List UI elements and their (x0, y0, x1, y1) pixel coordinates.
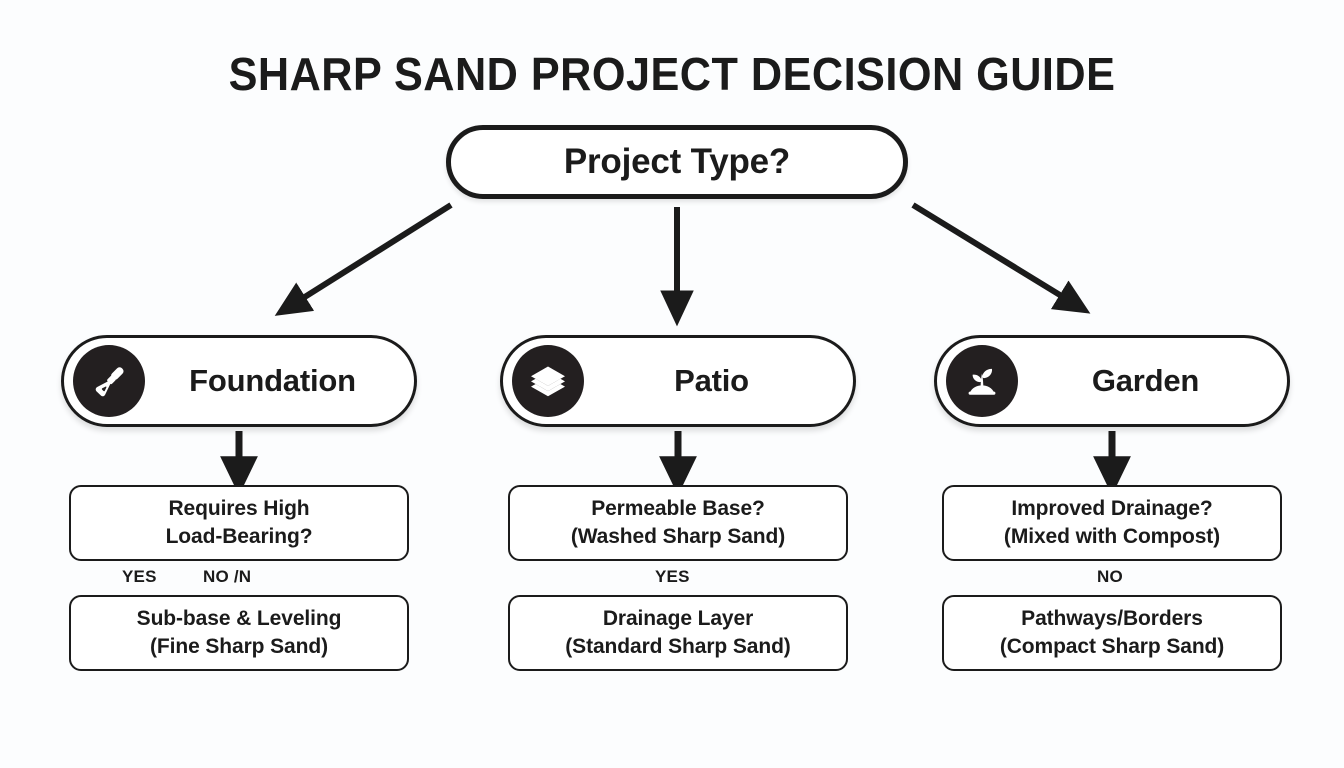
category-node-garden[interactable]: Garden (934, 335, 1290, 427)
result-line-1: Sub-base & Leveling (136, 607, 342, 630)
layers-icon (512, 345, 584, 417)
question-line-1: Permeable Base? (591, 497, 765, 520)
result-line-2: (Compact Sharp Sand) (999, 635, 1225, 658)
branch-label-patio-yes: YES (655, 567, 690, 586)
question-line-2: (Mixed with Compost) (1003, 525, 1221, 548)
result-line-2: (Fine Sharp Sand) (150, 635, 328, 658)
category-label-foundation: Foundation (189, 363, 356, 398)
question-box-foundation[interactable]: Requires High Load-Bearing? (69, 485, 409, 561)
category-node-patio[interactable]: Patio (500, 335, 856, 427)
question-line-1: Improved Drainage? (1011, 497, 1213, 520)
question-box-patio[interactable]: Permeable Base? (Washed Sharp Sand) (508, 485, 848, 561)
result-line-2: (Standard Sharp Sand) (565, 635, 791, 658)
question-line-1: Requires High (168, 497, 310, 520)
category-label-patio: Patio (674, 363, 749, 398)
question-box-garden[interactable]: Improved Drainage? (Mixed with Compost) (942, 485, 1282, 561)
category-node-foundation[interactable]: Foundation (61, 335, 417, 427)
page-title: SHARP SAND PROJECT DECISION GUIDE (228, 48, 1116, 100)
category-label-garden: Garden (1091, 363, 1200, 398)
edge-root-to-garden (911, 202, 1091, 314)
result-box-patio[interactable]: Drainage Layer (Standard Sharp Sand) (508, 595, 848, 671)
result-box-foundation[interactable]: Sub-base & Leveling (Fine Sharp Sand) (69, 595, 409, 671)
result-line-1: Pathways/Borders (1021, 607, 1203, 630)
trowel-icon (73, 345, 145, 417)
seedling-icon (946, 345, 1018, 417)
question-line-2: (Washed Sharp Sand) (570, 525, 786, 548)
branch-label-garden-no: NO (1097, 567, 1123, 586)
branch-label-foundation-yes: YES (122, 567, 157, 586)
edge-root-to-foundation (274, 202, 453, 316)
branch-label-foundation-no: NO /N (203, 567, 252, 586)
result-line-1: Drainage Layer (602, 607, 754, 630)
result-box-garden[interactable]: Pathways/Borders (Compact Sharp Sand) (942, 595, 1282, 671)
question-line-2: Load-Bearing? (165, 525, 313, 548)
root-node-project-type[interactable]: Project Type? (446, 125, 908, 199)
root-node-label: Project Type? (563, 142, 791, 181)
